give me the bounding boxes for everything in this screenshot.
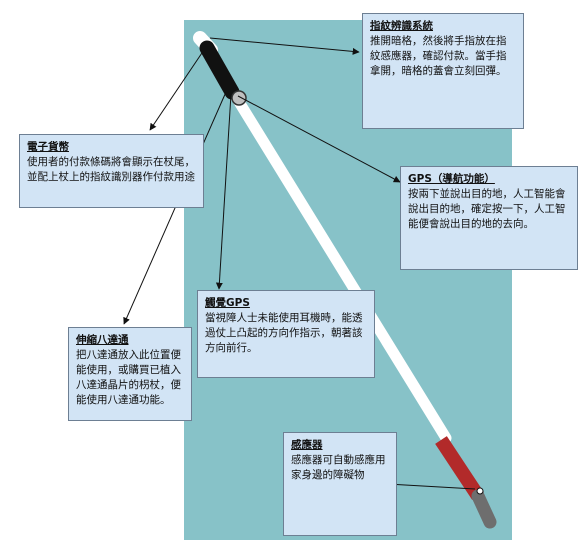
callout-octopus: 伸縮八達通 把八達通放入此位置便能使用，或購買已植入八達通晶片的枴杖，便能使用八… <box>68 327 192 421</box>
callout-e-money: 電子貨幣 使用者的付款條碼將會顯示在杖尾，並配上杖上的指紋識別器作付款用途 <box>19 134 204 208</box>
callout-e-money-body: 使用者的付款條碼將會顯示在杖尾，並配上杖上的指紋識別器作付款用途 <box>27 156 195 183</box>
callout-gps-title: GPS（導航功能） <box>408 173 495 185</box>
arrow-octopus <box>123 91 227 325</box>
cane-handle <box>199 40 240 100</box>
arrow-tactile-gps <box>215 93 232 290</box>
callout-tactile-gps-body: 當視障人士未能使用耳機時，能透過仗上凸起的方向作指示，朝著該方向前行。 <box>205 312 363 354</box>
callout-tactile-gps: 觸覺GPS 當視障人士未能使用耳機時，能透過仗上凸起的方向作指示，朝著該方向前行… <box>197 290 375 378</box>
cane-red-band <box>435 436 484 500</box>
callout-sensor: 感應器 感應器可自動感應用家身邊的障礙物 <box>283 432 397 536</box>
callout-e-money-title: 電子貨幣 <box>27 141 69 153</box>
callout-octopus-title: 伸縮八達通 <box>76 334 129 346</box>
fingerprint-sensor-icon <box>231 90 247 106</box>
callout-tactile-gps-title: 觸覺GPS <box>205 297 250 309</box>
callout-sensor-body: 感應器可自動感應用家身邊的障礙物 <box>291 454 386 481</box>
cane-shaft <box>222 78 452 444</box>
callout-sensor-title: 感應器 <box>291 439 323 451</box>
cane-tip <box>471 489 497 529</box>
callout-fingerprint-body: 推開暗格，然後將手指放在指紋感應器，確認付款。當手指拿開，暗格的蓋會立刻回彈。 <box>370 35 507 77</box>
arrow-gps <box>237 95 401 183</box>
callout-octopus-body: 把八達通放入此位置便能使用，或購買已植入八達通晶片的枴杖，便能使用八達通功能。 <box>76 349 181 406</box>
white-cane <box>193 31 497 529</box>
arrow-e-money <box>149 43 209 131</box>
callout-fingerprint-title: 指紋辨識系統 <box>370 20 433 32</box>
obstacle-sensor-icon <box>476 487 484 495</box>
callout-gps: GPS（導航功能） 按兩下並說出目的地，人工智能會說出目的地，確定按一下，人工智… <box>400 166 578 270</box>
arrow-fingerprint <box>209 37 360 55</box>
callout-fingerprint: 指紋辨識系統 推開暗格，然後將手指放在指紋感應器，確認付款。當手指拿開，暗格的蓋… <box>362 13 524 129</box>
callout-gps-body: 按兩下並說出目的地，人工智能會說出目的地，確定按一下，人工智能便會說出目的地的去… <box>408 188 566 230</box>
